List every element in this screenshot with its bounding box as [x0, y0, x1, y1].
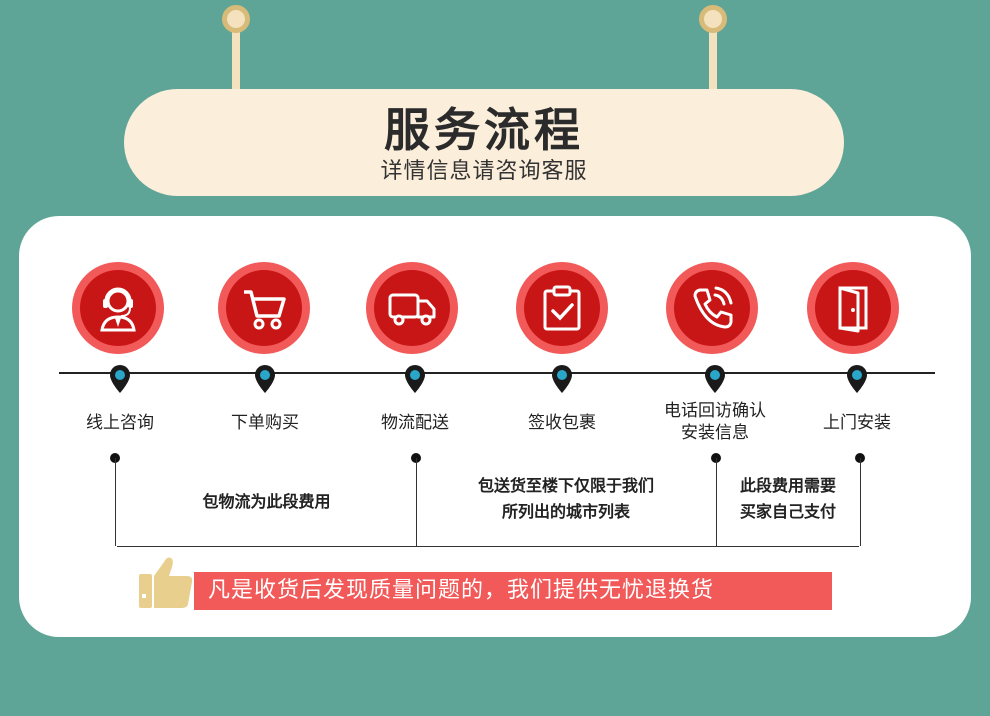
- location-pin-icon: [255, 365, 275, 393]
- location-pin-icon: [110, 365, 130, 393]
- step-6-label: 上门安装: [823, 413, 891, 433]
- step-4-circle: [516, 262, 608, 354]
- bracket-line: [416, 458, 417, 546]
- shopping-cart-icon: [244, 290, 286, 330]
- location-pin-icon: [847, 365, 867, 393]
- door-icon: [838, 286, 868, 333]
- note-delivery-range-line2: 所列出的城市列表: [501, 502, 630, 521]
- note-logistics-fee: 包物流为此段费用: [202, 492, 331, 511]
- clipboard-check-icon: [543, 285, 581, 331]
- sign-hook-left: [222, 5, 250, 33]
- step-2-label: 下单购买: [231, 413, 299, 433]
- page-title: 服务流程: [384, 103, 584, 157]
- step-5-circle: [666, 262, 758, 354]
- location-pin-icon: [705, 365, 725, 393]
- phone-call-icon: [693, 286, 733, 329]
- sign-rope-right: [709, 16, 717, 92]
- step-2-circle: [218, 262, 310, 354]
- return-policy-banner: 凡是收货后发现质量问题的，我们提供无忧退换货: [194, 572, 832, 610]
- location-pin-icon: [405, 365, 425, 393]
- bracket-line: [716, 458, 717, 546]
- sign-hook-right: [699, 5, 727, 33]
- step-5-label-line1: 电话回访确认: [664, 401, 766, 421]
- step-5-label-line2: 安装信息: [681, 423, 749, 443]
- customer-service-icon: [100, 287, 136, 332]
- process-card: 线上咨询 下单购买 物流配送 签收包裹 电话回访确认 安装信息 上门安装 包物流…: [19, 216, 971, 637]
- step-3-label: 物流配送: [381, 413, 449, 433]
- thumbs-up-icon: [139, 557, 193, 608]
- step-5-label: 电话回访确认 安装信息: [645, 400, 785, 444]
- header-sign: 服务流程 详情信息请咨询客服: [124, 89, 844, 196]
- page-subtitle: 详情信息请咨询客服: [380, 159, 588, 184]
- step-4-label: 签收包裹: [528, 413, 596, 433]
- note-buyer-pays-line1: 此段费用需要: [739, 476, 836, 495]
- bracket-line: [860, 458, 861, 546]
- step-1-label: 线上咨询: [86, 413, 154, 433]
- bracket-line: [115, 458, 116, 546]
- location-pin-icon: [552, 365, 572, 393]
- bracket-baseline: [117, 546, 859, 547]
- note-delivery-range: 包送货至楼下仅限于我们 所列出的城市列表: [416, 473, 716, 525]
- step-3-circle: [366, 262, 458, 354]
- step-6-circle: [807, 262, 899, 354]
- delivery-truck-icon: [388, 293, 436, 326]
- step-1-circle: [72, 262, 164, 354]
- note-buyer-pays-line2: 买家自己支付: [739, 502, 836, 521]
- note-delivery-range-line1: 包送货至楼下仅限于我们: [477, 476, 654, 495]
- note-buyer-pays: 此段费用需要 买家自己支付: [716, 473, 860, 525]
- sign-rope-left: [232, 16, 240, 92]
- timeline-line: [59, 372, 935, 374]
